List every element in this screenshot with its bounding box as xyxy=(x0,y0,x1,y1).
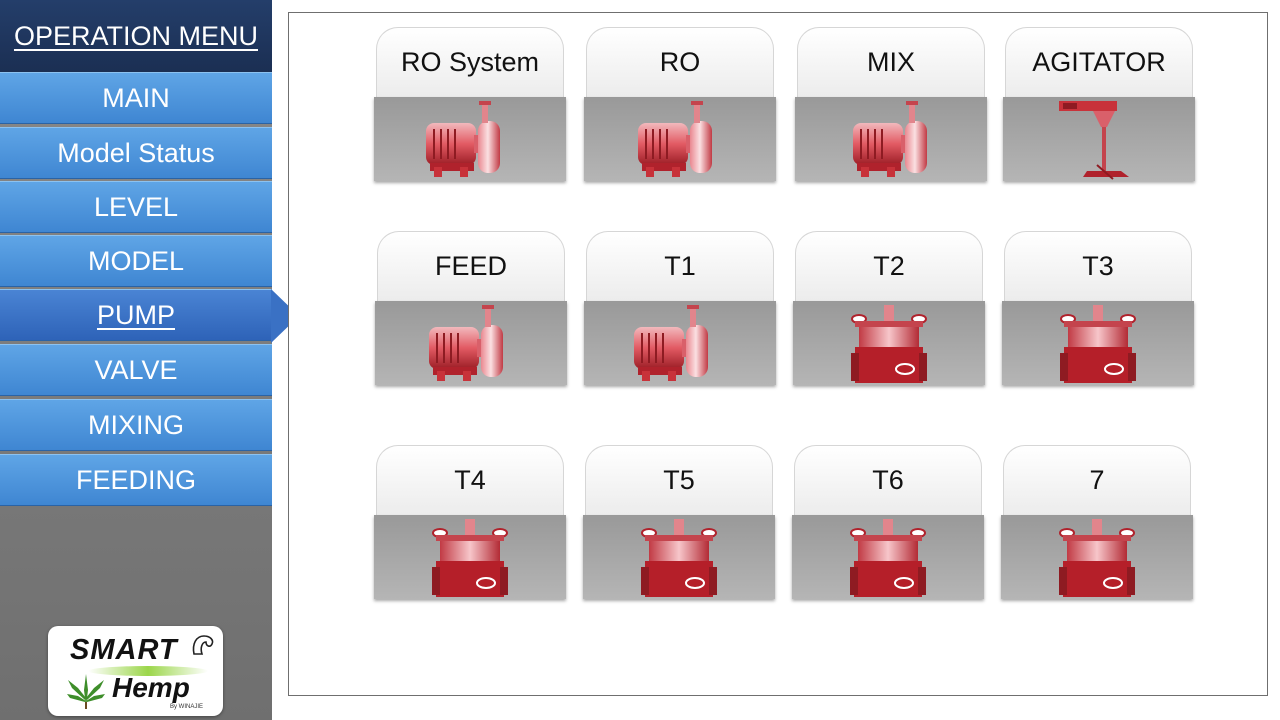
agitator-icon xyxy=(1059,101,1129,180)
device-card-t6[interactable]: T6 xyxy=(792,445,984,599)
device-body xyxy=(1002,301,1194,385)
device-label: T4 xyxy=(376,445,564,515)
centrifugal-pump-icon xyxy=(429,305,503,381)
device-body xyxy=(583,515,775,599)
sidebar: OPERATION MENU MAIN Model Status LEVEL M… xyxy=(0,0,272,720)
device-label: T3 xyxy=(1004,231,1192,301)
menu-item-pump[interactable]: PUMP xyxy=(0,289,272,341)
device-label: T6 xyxy=(794,445,982,515)
device-body xyxy=(374,515,566,599)
centrifugal-pump-icon xyxy=(853,101,927,177)
device-body xyxy=(793,301,985,385)
device-body xyxy=(1001,515,1193,599)
device-card-t4[interactable]: T4 xyxy=(374,445,566,599)
device-card-t3[interactable]: T3 xyxy=(1002,231,1194,385)
vertical-pump-icon xyxy=(850,519,926,597)
device-card-ro-system[interactable]: RO System xyxy=(374,27,566,181)
device-body xyxy=(795,97,987,181)
hemp-leaf-icon xyxy=(67,674,105,709)
device-card-t1[interactable]: T1 xyxy=(584,231,776,385)
device-body xyxy=(792,515,984,599)
device-body xyxy=(1003,97,1195,181)
device-label: MIX xyxy=(797,27,985,97)
centrifugal-pump-icon xyxy=(634,305,708,381)
vertical-pump-icon xyxy=(641,519,717,597)
device-label: T2 xyxy=(795,231,983,301)
muscle-arm-icon xyxy=(192,635,214,655)
device-body xyxy=(374,97,566,181)
device-card-mix[interactable]: MIX xyxy=(795,27,987,181)
device-card-feed[interactable]: FEED xyxy=(375,231,567,385)
menu-item-model-status[interactable]: Model Status xyxy=(0,127,272,179)
smart-hemp-logo: SMART Hemp By WINAJIE xyxy=(48,626,223,716)
menu-item-valve[interactable]: VALVE xyxy=(0,344,272,396)
menu-item-mixing[interactable]: MIXING xyxy=(0,399,272,451)
device-label: T1 xyxy=(586,231,774,301)
device-card-7[interactable]: 7 xyxy=(1001,445,1193,599)
vertical-pump-icon xyxy=(432,519,508,597)
device-card-t5[interactable]: T5 xyxy=(583,445,775,599)
device-label: FEED xyxy=(377,231,565,301)
device-card-t2[interactable]: T2 xyxy=(793,231,985,385)
vertical-pump-icon xyxy=(1060,305,1136,383)
logo-line1: SMART xyxy=(70,634,178,666)
device-body xyxy=(584,97,776,181)
device-card-ro[interactable]: RO xyxy=(584,27,776,181)
device-body xyxy=(375,301,567,385)
menu-item-feeding[interactable]: FEEDING xyxy=(0,454,272,506)
logo-swoosh xyxy=(88,666,208,676)
logo-tagline: By WINAJIE xyxy=(170,704,204,710)
centrifugal-pump-icon xyxy=(638,101,712,177)
centrifugal-pump-icon xyxy=(426,101,500,177)
logo-line2: Hemp xyxy=(112,672,190,703)
vertical-pump-icon xyxy=(851,305,927,383)
device-body xyxy=(584,301,776,385)
operation-menu-title: OPERATION MENU xyxy=(0,0,272,72)
vertical-pump-icon xyxy=(1059,519,1135,597)
device-card-agitator[interactable]: AGITATOR xyxy=(1003,27,1195,181)
menu-item-model[interactable]: MODEL xyxy=(0,235,272,287)
device-label: RO System xyxy=(376,27,564,97)
device-label: RO xyxy=(586,27,774,97)
menu-item-level[interactable]: LEVEL xyxy=(0,181,272,233)
device-label: T5 xyxy=(585,445,773,515)
menu-item-main[interactable]: MAIN xyxy=(0,72,272,124)
device-label: AGITATOR xyxy=(1005,27,1193,97)
device-label: 7 xyxy=(1003,445,1191,515)
